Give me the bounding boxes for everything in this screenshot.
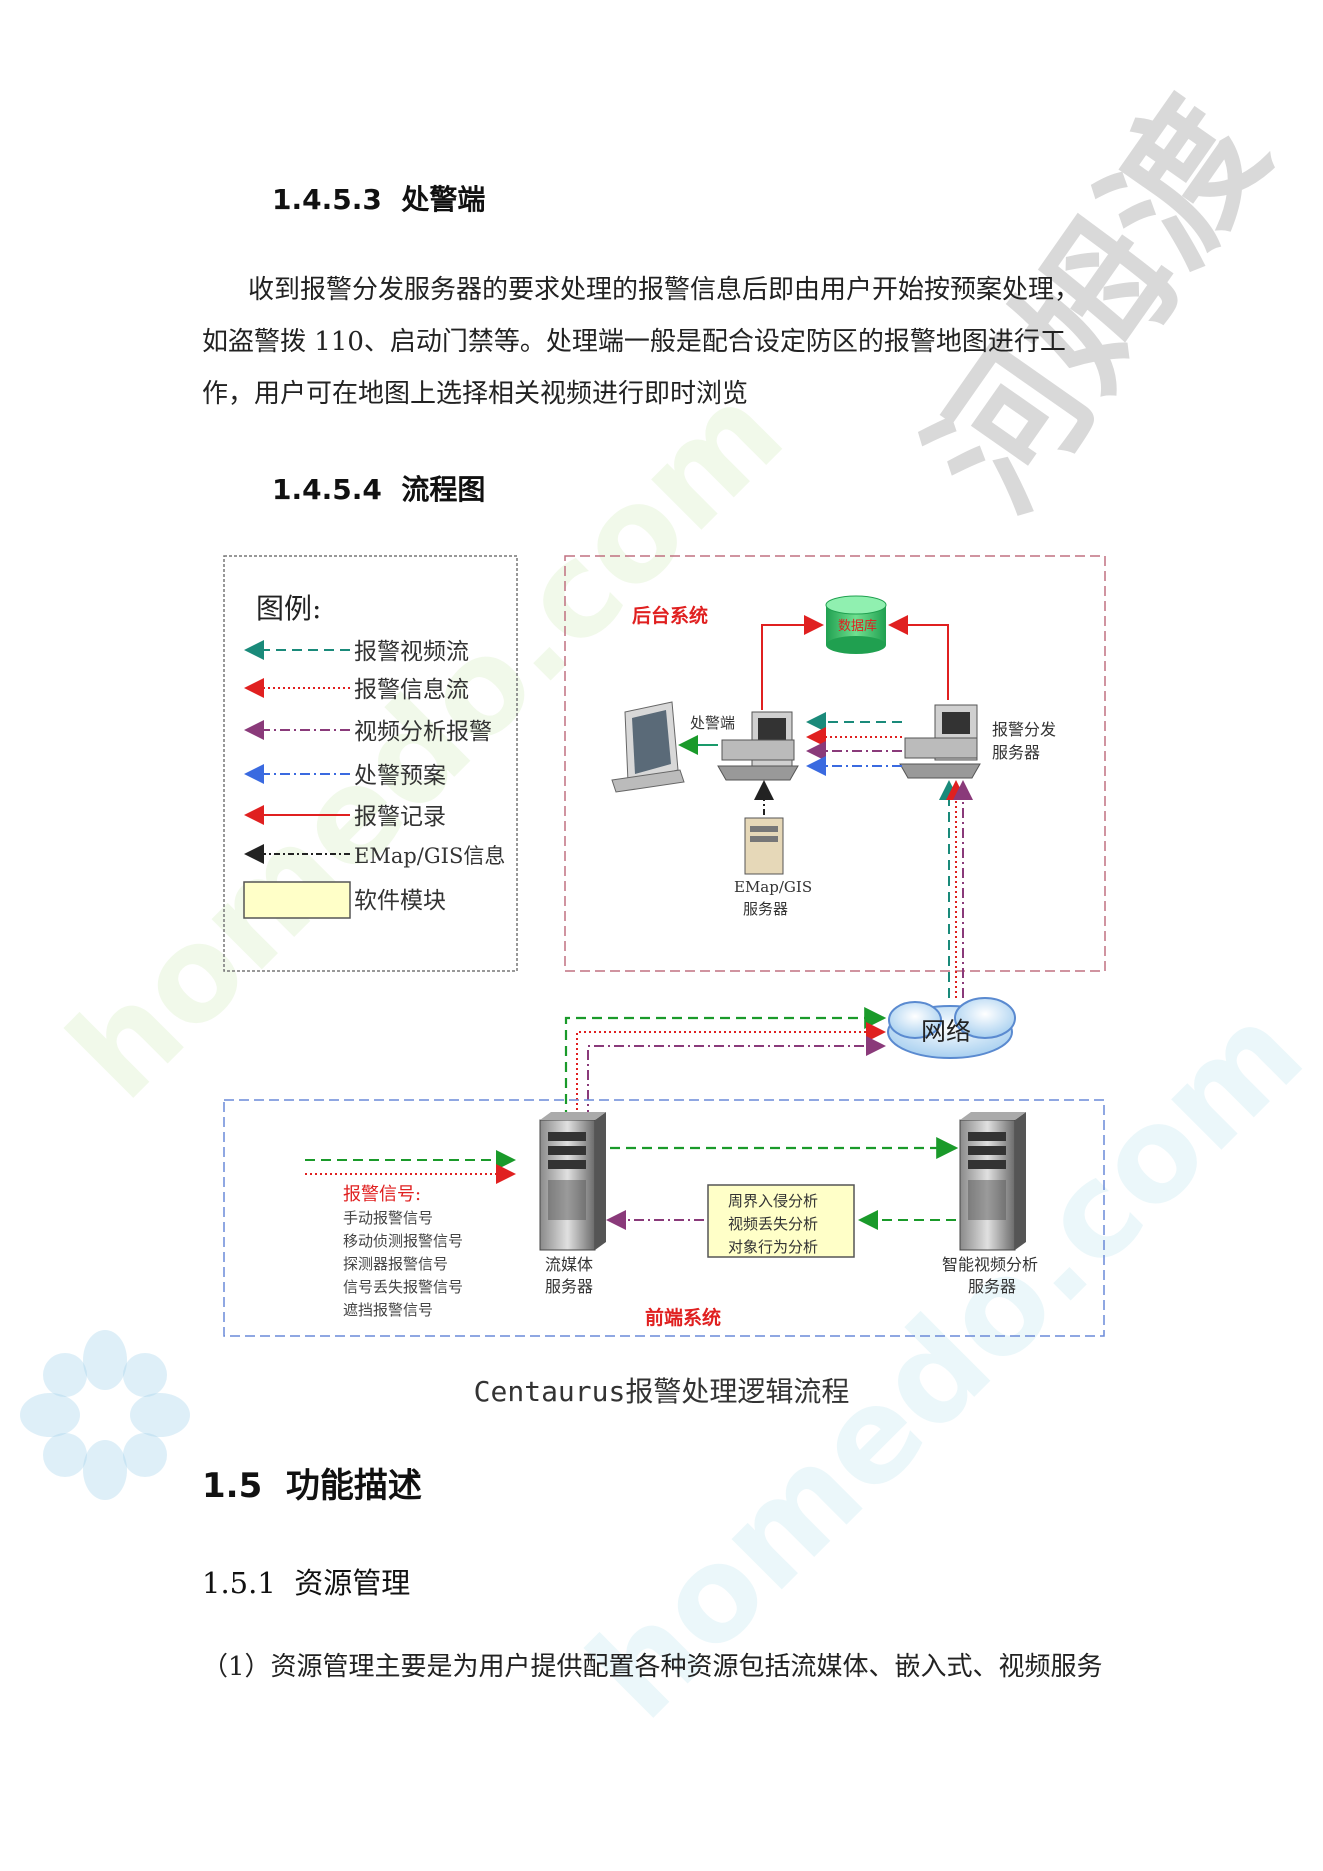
dispatch-server-label-1: 报警分发 (992, 720, 1056, 739)
gis-server-label-2: 服务器 (743, 900, 788, 918)
signal-item-5: 遮挡报警信号 (343, 1301, 433, 1319)
frontend-system-box (223, 1099, 1105, 1337)
legend-label-video-stream: 报警视频流 (354, 639, 469, 665)
legend-label-gis: EMap/GIS信息 (354, 844, 505, 868)
database-icon (825, 595, 887, 654)
flow-diagram: 图例: 报警视频流 报警信息流 视频分析报警 处警预案 报警记录 EMap/GI… (223, 555, 1106, 1337)
heading-15-title: 功能描述 (285, 1466, 422, 1506)
signal-item-2: 移动侦测报警信号 (343, 1232, 463, 1250)
watermark-flower-icon (20, 1330, 190, 1500)
paragraph-line-1: 收到报警分发服务器的要求处理的报警信息后即由用户开始按预案处理， (248, 275, 1081, 305)
heading-151-number: 1.5.1 (202, 1566, 276, 1600)
signal-item-4: 信号丢失报警信号 (343, 1278, 463, 1296)
analysis-module-box (707, 1184, 855, 1258)
gis-server-label-1: EMap/GIS (734, 878, 812, 896)
heading-1454: 1.4.5.4 流程图 (272, 468, 485, 508)
legend-box (223, 555, 518, 972)
backend-system-box (564, 555, 1106, 972)
paragraph-resource-management: （1）资源管理主要是为用户提供配置各种资源包括流媒体、嵌入式、视频服务 (202, 1652, 1103, 1682)
legend-module-swatch (243, 881, 351, 919)
network-cloud-icon (887, 997, 1016, 1059)
signals-title: 报警信号: (343, 1184, 421, 1205)
heading-1454-number: 1.4.5.4 (272, 473, 382, 506)
signal-item-3: 探测器报警信号 (343, 1255, 448, 1273)
database-label: 数据库 (838, 618, 877, 634)
dispatch-server-icon (899, 704, 981, 779)
diagram-caption: Centaurus报警处理逻辑流程 (473, 1375, 850, 1408)
analysis-module-item-1: 周界入侵分析 (728, 1192, 818, 1210)
monitor-icon (611, 701, 685, 793)
heading-15: 1.5 功能描述 (202, 1458, 422, 1507)
heading-151-title: 资源管理 (294, 1566, 411, 1600)
alarm-station-label: 处警端 (690, 714, 735, 732)
paragraph-alarm-handling: 收到报警分发服务器的要求处理的报警信息后即由用户开始按预案处理， 如盗警拨 11… (202, 264, 1132, 420)
ai-server-label-2: 服务器 (968, 1277, 1016, 1296)
stream-server-tower-icon (539, 1112, 606, 1251)
ai-server-label-1: 智能视频分析 (942, 1255, 1038, 1274)
alarm-station-computer-icon (717, 711, 799, 781)
heading-1454-title: 流程图 (401, 473, 486, 506)
stream-server-label-1: 流媒体 (545, 1255, 593, 1274)
flow-analysis-stream-network (587, 1036, 886, 1120)
legend-label-alarm-info: 报警信息流 (354, 677, 469, 703)
legend-label-record: 报警记录 (354, 804, 446, 830)
paragraph-line-3: 作，用户可在地图上选择相关视频进行即时浏览 (202, 379, 749, 409)
legend-title: 图例: (256, 592, 321, 625)
ai-server-tower-icon (959, 1112, 1026, 1251)
signal-item-1: 手动报警信号 (343, 1209, 433, 1227)
analysis-module-item-3: 对象行为分析 (728, 1238, 818, 1256)
record-arrow-station-db (761, 615, 824, 710)
legend-label-plan: 处警预案 (354, 763, 446, 789)
gis-server-icon (744, 817, 784, 875)
flow-video-stream-network (564, 1007, 887, 1120)
network-label: 网络 (921, 1017, 971, 1046)
analysis-module-item-2: 视频丢失分析 (728, 1215, 818, 1233)
heading-1453-title: 处警端 (401, 183, 486, 216)
legend-label-video-analysis: 视频分析报警 (354, 719, 492, 745)
heading-1453: 1.4.5.3 处警端 (272, 178, 485, 218)
paragraph-line-2: 如盗警拨 110、启动门禁等。处理端一般是配合设定防区的报警地图进行工 (202, 327, 1066, 357)
frontend-system-label: 前端系统 (645, 1306, 721, 1329)
heading-151: 1.5.1 资源管理 (202, 1560, 410, 1602)
heading-15-number: 1.5 (202, 1466, 263, 1506)
backend-system-label: 后台系统 (632, 604, 708, 627)
dispatch-server-label-2: 服务器 (992, 743, 1040, 762)
legend-label-module: 软件模块 (354, 888, 446, 914)
record-arrow-dispatch-db (888, 615, 949, 700)
heading-1453-number: 1.4.5.3 (272, 183, 382, 216)
stream-server-label-2: 服务器 (545, 1277, 593, 1296)
